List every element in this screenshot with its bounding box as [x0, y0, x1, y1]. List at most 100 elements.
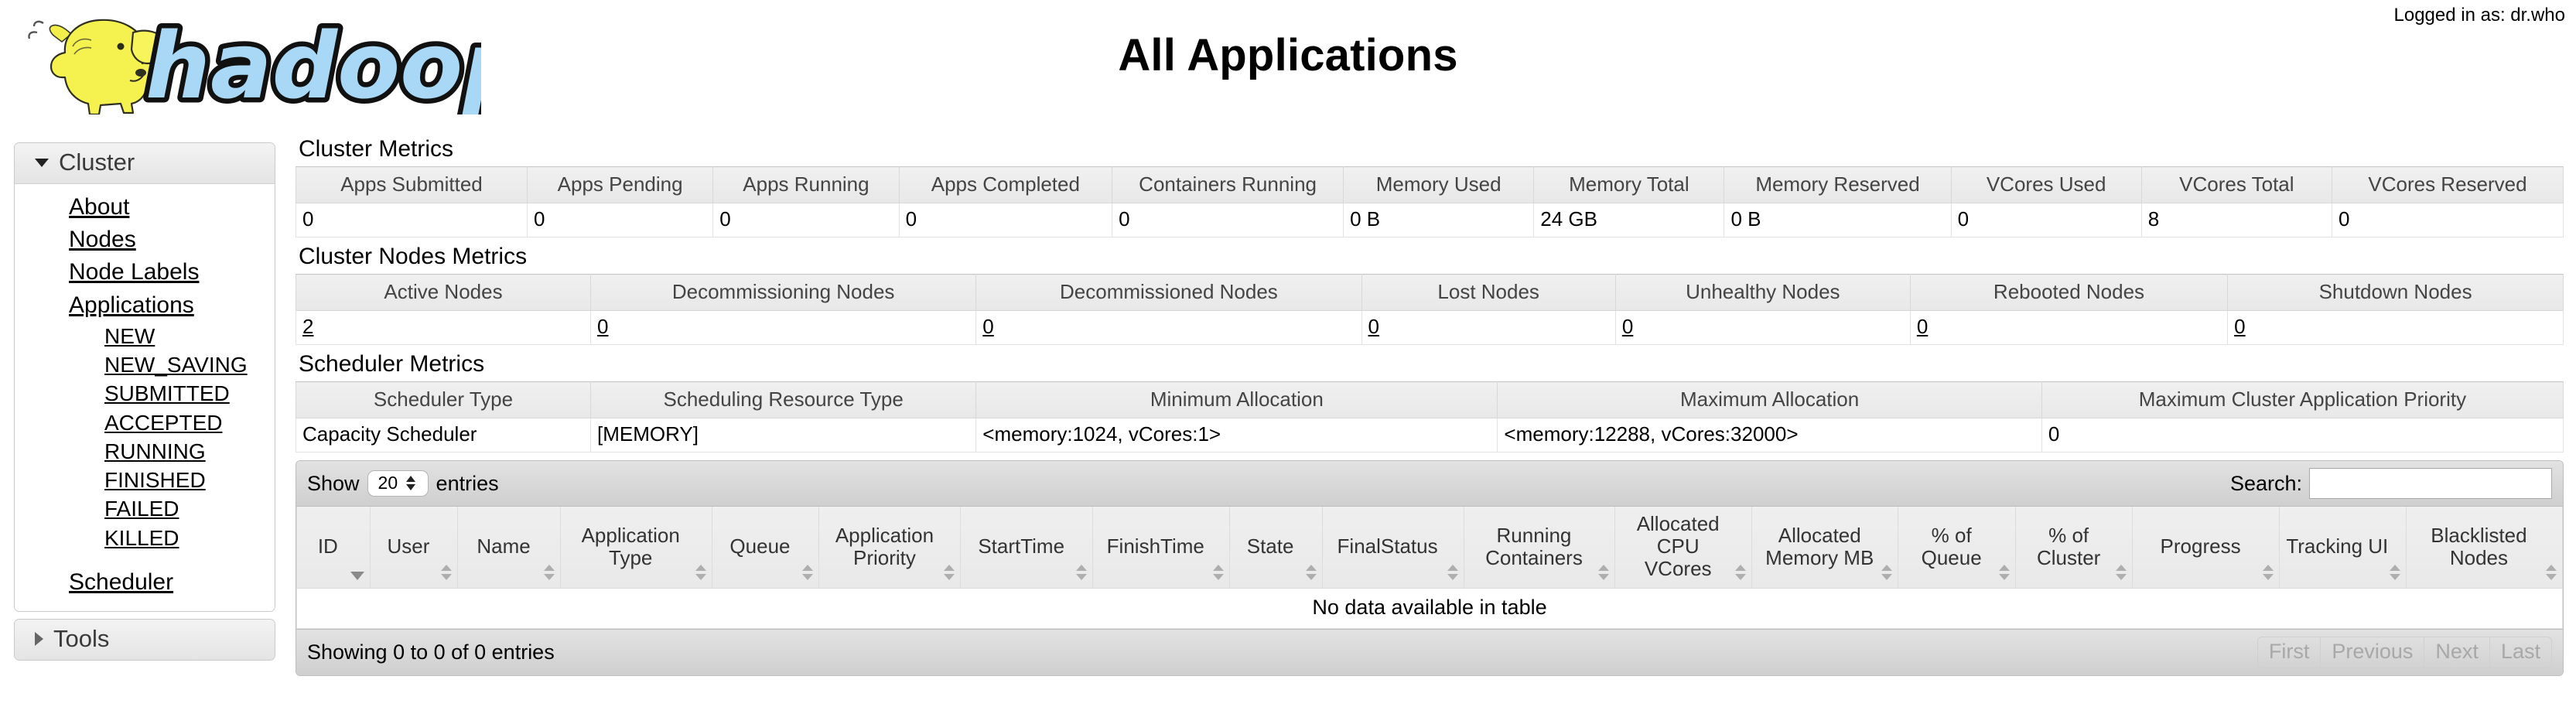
search-label: Search:: [2229, 471, 2302, 495]
col-unhealthy-nodes: Unhealthy Nodes: [1614, 274, 1911, 311]
col-apps-running: Apps Running: [712, 166, 900, 203]
sidebar: Cluster About Nodes Node Labels Applicat…: [14, 142, 275, 668]
pagination: First Previous Next Last: [2257, 637, 2552, 669]
link-decommissioning-nodes[interactable]: 0: [597, 315, 609, 338]
col-user[interactable]: User: [369, 507, 459, 589]
applications-table-body: No data available in table: [296, 588, 2563, 630]
sort-icon: [1075, 553, 1087, 581]
sidebar-item-state-running[interactable]: RUNNING: [104, 439, 206, 463]
sidebar-item-state-failed[interactable]: FAILED: [104, 497, 179, 521]
page-length-value: 20: [378, 473, 398, 493]
sidebar-item-node-labels[interactable]: Node Labels: [69, 259, 200, 285]
sidebar-item-state-finished[interactable]: FINISHED: [104, 468, 206, 493]
col-tracking-ui[interactable]: Tracking UI: [2278, 507, 2407, 589]
sidebar-section-cluster[interactable]: Cluster: [15, 143, 275, 184]
table-row: 2 0 0 0 0 0 0: [295, 310, 2564, 345]
page-length-select[interactable]: 20: [367, 470, 429, 497]
search-input[interactable]: [2309, 468, 2552, 499]
val-scheduling-resource-type: [MEMORY]: [590, 418, 977, 452]
col-finish-time[interactable]: FinishTime: [1092, 507, 1230, 589]
sidebar-item-about[interactable]: About: [69, 194, 130, 220]
logged-in-as: Logged in as: dr.who: [2393, 5, 2566, 26]
val-rebooted-nodes-cell: 0: [1909, 310, 2229, 345]
sidebar-item-state-new-saving[interactable]: NEW_SAVING: [104, 353, 248, 377]
col-final-status[interactable]: FinalStatus: [1321, 507, 1464, 589]
link-unhealthy-nodes[interactable]: 0: [1621, 315, 1634, 338]
sort-icon: [802, 553, 814, 581]
col-apps-pending: Apps Pending: [526, 166, 714, 203]
col-shutdown-nodes: Shutdown Nodes: [2227, 274, 2564, 311]
col-allocated-cpu-vcores[interactable]: Allocated CPU VCores: [1614, 507, 1753, 589]
col-blacklisted-nodes[interactable]: Blacklisted Nodes: [2405, 507, 2563, 589]
pagination-last[interactable]: Last: [2500, 640, 2540, 664]
col-lost-nodes: Lost Nodes: [1361, 274, 1616, 311]
val-vcores-reserved: 0: [2331, 203, 2564, 237]
col-allocated-memory-mb[interactable]: Allocated Memory MB: [1751, 507, 1899, 589]
col-application-priority[interactable]: Application Priority: [818, 507, 962, 589]
sidebar-item-state-killed[interactable]: KILLED: [104, 525, 179, 550]
val-unhealthy-nodes-cell: 0: [1614, 310, 1911, 345]
sidebar-item-scheduler[interactable]: Scheduler: [69, 569, 174, 595]
val-minimum-allocation: <memory:1024, vCores:1>: [975, 418, 1498, 452]
sort-icon: [1598, 553, 1610, 581]
col-running-containers[interactable]: Running Containers: [1463, 507, 1616, 589]
sidebar-item-state-submitted[interactable]: SUBMITTED: [104, 381, 230, 406]
page-header: hadoop hadoop All Applications Logged in…: [0, 0, 2576, 130]
val-apps-pending: 0: [526, 203, 714, 237]
table-header-row: Active Nodes Decommissioning Nodes Decom…: [295, 274, 2564, 311]
col-queue[interactable]: Queue: [711, 507, 820, 589]
sort-icon: [1305, 553, 1317, 581]
sidebar-section-tools[interactable]: Tools: [15, 620, 275, 661]
sidebar-item-state-new[interactable]: NEW: [104, 323, 155, 348]
col-name[interactable]: Name: [457, 507, 561, 589]
val-apps-completed: 0: [898, 203, 1113, 237]
link-rebooted-nodes[interactable]: 0: [1916, 315, 1929, 338]
sidebar-item-applications[interactable]: Applications: [69, 292, 194, 318]
pagination-previous[interactable]: Previous: [2321, 637, 2425, 668]
col-active-nodes: Active Nodes: [295, 274, 592, 311]
no-data-message: No data available in table: [296, 588, 2563, 630]
link-decommissioned-nodes[interactable]: 0: [982, 315, 994, 338]
scheduler-metrics-title: Scheduler Metrics: [299, 351, 485, 377]
val-maximum-allocation: <memory:12288, vCores:32000>: [1497, 418, 2042, 452]
sort-icon: [1998, 553, 2010, 581]
table-row: Capacity Scheduler [MEMORY] <memory:1024…: [295, 418, 2564, 452]
page-title: All Applications: [1118, 30, 1458, 80]
pagination-first[interactable]: First: [2258, 637, 2321, 668]
hadoop-logo[interactable]: hadoop hadoop: [17, 6, 533, 125]
pagination-next[interactable]: Next: [2424, 637, 2490, 668]
updown-arrows-icon: [406, 476, 416, 490]
col-percent-of-cluster[interactable]: % of Cluster: [2014, 507, 2134, 589]
val-memory-reserved: 0 B: [1724, 203, 1952, 237]
sidebar-cluster-links: About Nodes Node Labels Applications NEW…: [15, 184, 275, 612]
link-active-nodes[interactable]: 2: [302, 315, 314, 338]
search-control: Search:: [2230, 468, 2552, 499]
col-memory-reserved: Memory Reserved: [1724, 166, 1952, 203]
val-vcores-total: 8: [2140, 203, 2332, 237]
col-start-time[interactable]: StartTime: [960, 507, 1093, 589]
sidebar-item-nodes[interactable]: Nodes: [69, 227, 136, 253]
table-header-row: Scheduler Type Scheduling Resource Type …: [295, 381, 2564, 418]
col-vcores-used: VCores Used: [1950, 166, 2142, 203]
link-lost-nodes[interactable]: 0: [1368, 315, 1380, 338]
col-memory-used: Memory Used: [1343, 166, 1535, 203]
col-state[interactable]: State: [1228, 507, 1323, 589]
col-application-type[interactable]: Application Type: [559, 507, 712, 589]
sort-icon: [1447, 553, 1458, 581]
table-header-row: ID User Name Application Type Queue Appl…: [296, 507, 2563, 589]
sidebar-spacer: [15, 552, 275, 566]
val-scheduler-type: Capacity Scheduler: [295, 418, 592, 452]
main-content: Cluster Metrics Apps Submitted Apps Pend…: [295, 130, 2564, 677]
chevron-right-icon: [35, 632, 43, 647]
col-id[interactable]: ID: [296, 507, 371, 589]
col-progress[interactable]: Progress: [2132, 507, 2280, 589]
sidebar-item-state-accepted[interactable]: ACCEPTED: [104, 410, 223, 435]
applications-datatable: Show 20 entries Search:: [296, 460, 2564, 677]
val-apps-running: 0: [712, 203, 900, 237]
link-shutdown-nodes[interactable]: 0: [2234, 315, 2246, 338]
svg-text:hadoop: hadoop: [145, 12, 481, 114]
sort-desc-icon: [350, 572, 364, 581]
col-maximum-allocation: Maximum Allocation: [1497, 381, 2042, 418]
table-header-row: Apps Submitted Apps Pending Apps Running…: [296, 166, 2564, 203]
col-percent-of-queue[interactable]: % of Queue: [1898, 507, 2016, 589]
